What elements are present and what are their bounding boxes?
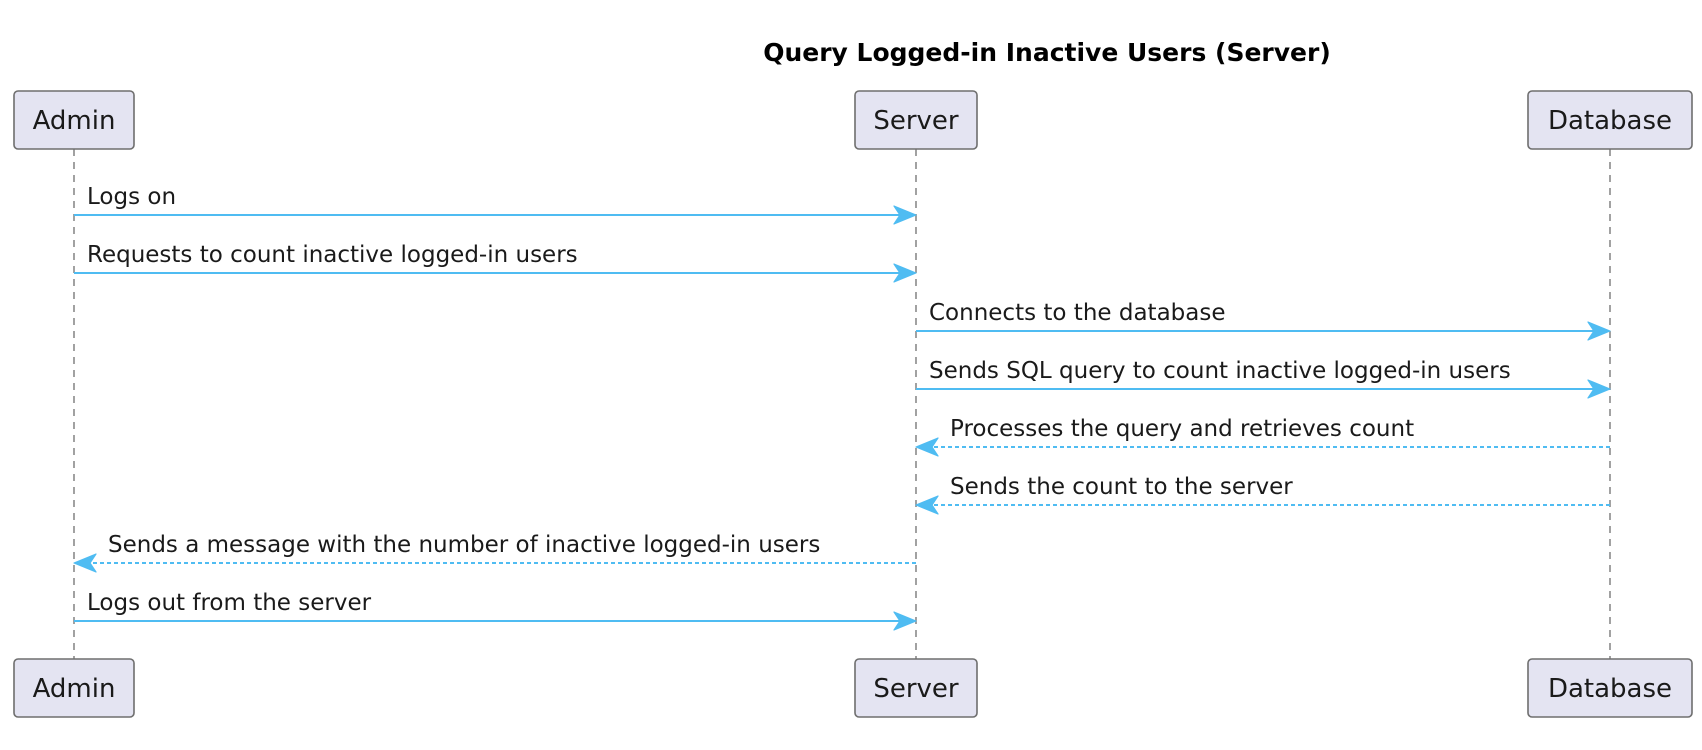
message-label: Sends the count to the server (950, 474, 1293, 500)
participant-server-bottom: Server (854, 658, 978, 718)
message-8: Logs out from the server (74, 590, 917, 631)
participant-box (13, 90, 135, 150)
participant-server-top: Server (854, 90, 978, 150)
participant-label: Server (873, 674, 959, 704)
participant-box (854, 90, 978, 150)
message-1: Logs on (74, 184, 917, 225)
message-label: Sends SQL query to count inactive logged… (929, 358, 1511, 384)
participant-database-top: Database (1527, 90, 1693, 150)
message-6: Sends the count to the server (915, 474, 1610, 515)
message-7: Sends a message with the number of inact… (73, 532, 916, 573)
participant-admin-bottom: Admin (13, 658, 135, 718)
message-label: Connects to the database (929, 300, 1225, 326)
message-5: Processes the query and retrieves count (915, 416, 1610, 457)
message-label: Processes the query and retrieves count (950, 416, 1414, 442)
message-arrow-head (915, 437, 939, 457)
participant-admin-top: Admin (13, 90, 135, 150)
message-3: Connects to the database (916, 300, 1611, 341)
participant-label: Database (1548, 674, 1672, 704)
message-arrow-head (893, 263, 917, 283)
participant-database-bottom: Database (1527, 658, 1693, 718)
diagram-title: Query Logged-in Inactive Users (Server) (763, 38, 1331, 67)
message-arrow-head (893, 205, 917, 225)
participant-box (1527, 658, 1693, 718)
participant-box (1527, 90, 1693, 150)
message-4: Sends SQL query to count inactive logged… (916, 358, 1611, 399)
message-label: Sends a message with the number of inact… (108, 532, 820, 558)
participant-box (854, 658, 978, 718)
lifelines (73, 149, 1611, 659)
participant-label: Admin (33, 106, 116, 136)
participant-label: Database (1548, 106, 1672, 136)
message-arrow-head (893, 611, 917, 631)
message-label: Requests to count inactive logged-in use… (87, 242, 578, 268)
message-label: Logs out from the server (87, 590, 372, 616)
message-arrow-head (73, 553, 97, 573)
message-2: Requests to count inactive logged-in use… (74, 242, 917, 283)
message-arrow-head (1587, 321, 1611, 341)
participant-label: Server (873, 106, 959, 136)
message-arrow-head (915, 495, 939, 515)
participant-label: Admin (33, 674, 116, 704)
message-label: Logs on (87, 184, 176, 210)
messages: Logs on Requests to count inactive logged… (73, 184, 1611, 631)
message-arrow-head (1587, 379, 1611, 399)
participant-box (13, 658, 135, 718)
